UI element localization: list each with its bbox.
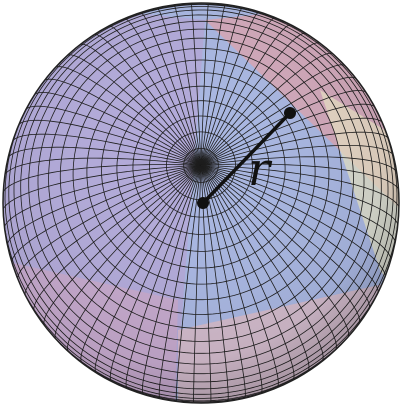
center-point bbox=[197, 197, 209, 209]
radius-label: r bbox=[248, 142, 270, 196]
surface-point bbox=[284, 107, 296, 119]
radius-line bbox=[201, 111, 292, 205]
sphere-outline bbox=[2, 2, 400, 404]
